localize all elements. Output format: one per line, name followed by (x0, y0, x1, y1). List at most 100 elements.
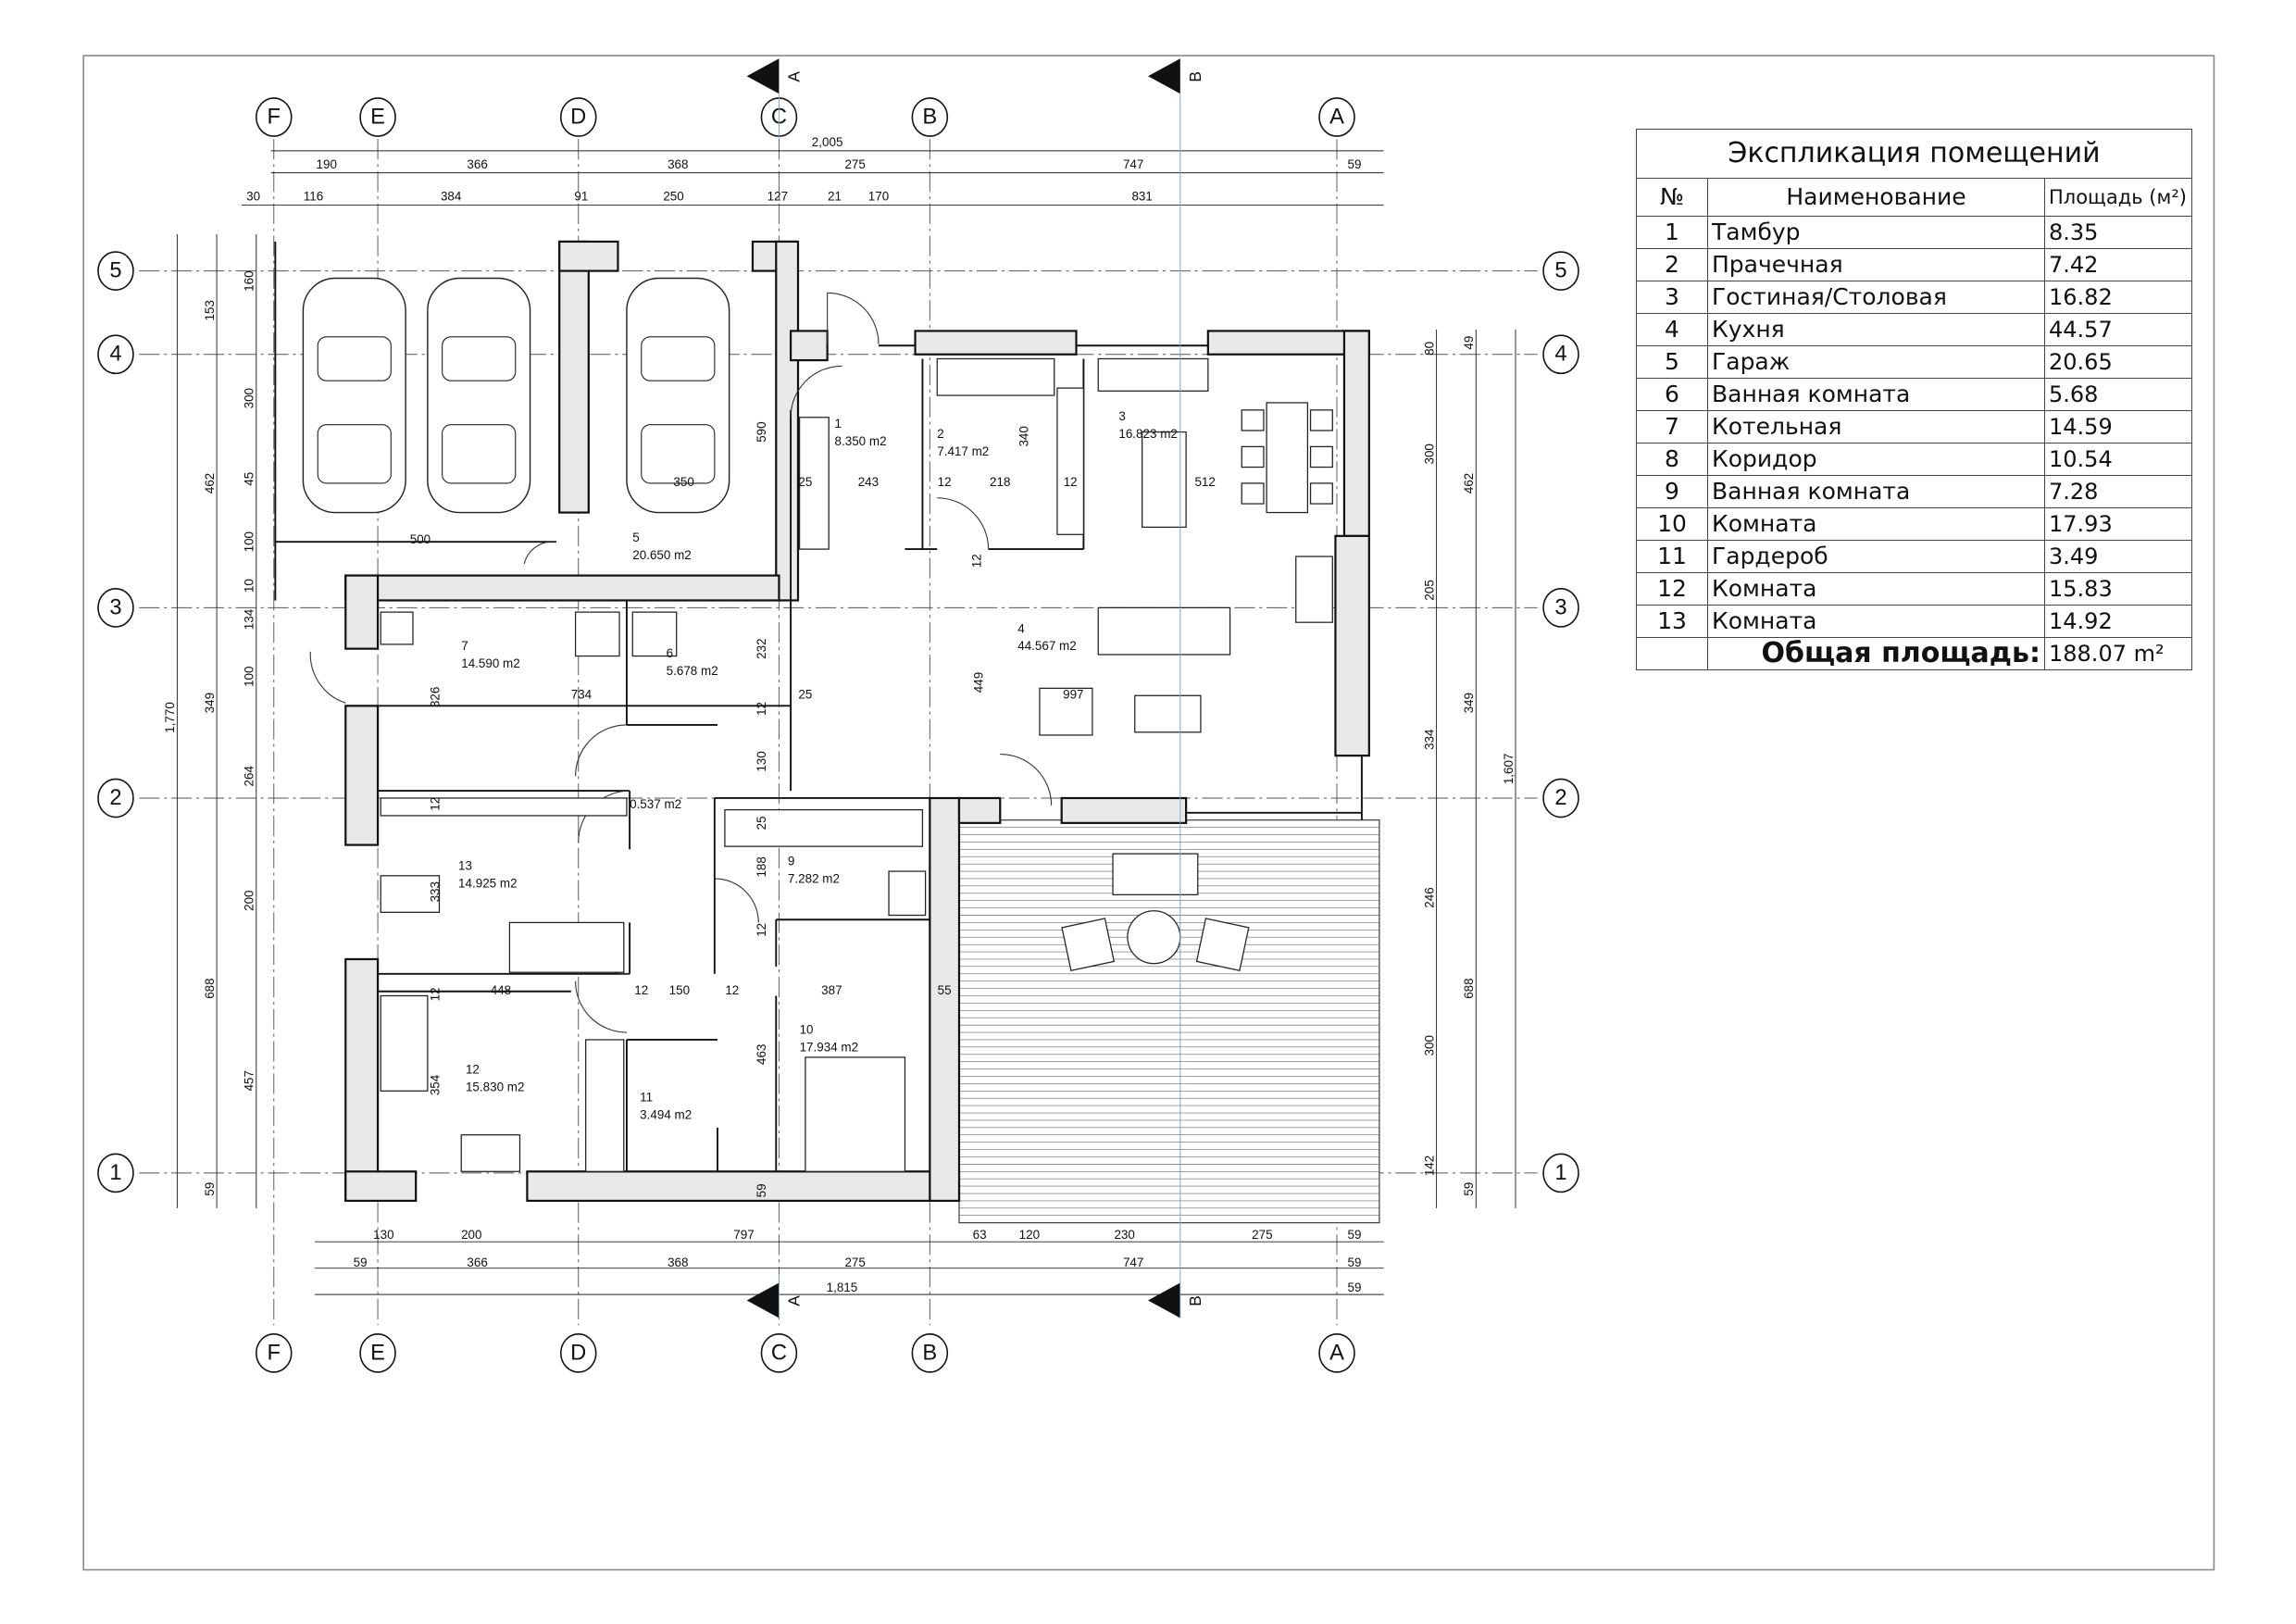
dimension-label: 12 (634, 983, 648, 997)
room-label: 4 44.567 m2 (1017, 621, 1077, 653)
axis-marker: 3 (1542, 588, 1579, 628)
dimension-label: 457 (243, 1070, 256, 1091)
dimension-label: 10 (243, 579, 256, 593)
room-number: 9 (1636, 475, 1708, 508)
room-name: Комната (1707, 605, 2045, 638)
dimension-label: 12 (1064, 475, 1078, 489)
garage-cars (302, 277, 730, 514)
axis-label: 1 (109, 1161, 121, 1185)
axis-marker: 2 (97, 778, 134, 818)
section-arrow-icon (1148, 1282, 1180, 1318)
room-area: 8.350 m2 (835, 434, 887, 448)
dimension-label: 59 (755, 1183, 768, 1197)
dimension-label: 12 (755, 702, 768, 716)
axis-label: A (1329, 1341, 1344, 1365)
dimension-label: 12 (429, 797, 443, 811)
room-number: 1 (1636, 216, 1708, 249)
axis-marker: F (256, 1333, 293, 1373)
section-arrow-icon (746, 58, 780, 94)
header-number: № (1636, 178, 1708, 217)
dimension-label: 326 (429, 687, 443, 707)
dimension-label: 368 (668, 1255, 688, 1269)
dimension-label: 130 (373, 1228, 393, 1242)
room-number: 8 (1636, 443, 1708, 476)
room-name: Ванная комната (1707, 475, 2045, 508)
room-name: Прачечная (1707, 248, 2045, 281)
dimension-label: 30 (246, 190, 260, 204)
room-area: 10.54 (2044, 443, 2192, 476)
dimension-label: 387 (821, 983, 842, 997)
room-number: 12 (1636, 572, 1708, 606)
room-area: 44.567 m2 (1017, 639, 1077, 653)
dimension-label: 340 (1017, 426, 1030, 446)
room-number: 4 (1017, 621, 1025, 635)
car-icon (427, 277, 531, 514)
section-marker: B (1148, 1273, 1204, 1318)
room-area: 44.57 (2044, 313, 2192, 346)
axis-marker: 4 (1542, 334, 1579, 375)
axis-marker: C (760, 1333, 798, 1373)
dimension-label: 797 (733, 1228, 754, 1242)
dimension-label: 12 (725, 983, 739, 997)
axis-label: B (922, 1341, 937, 1365)
dimension-label: 25 (798, 687, 812, 701)
room-name: Ванная комната (1707, 378, 2045, 411)
total-value: 188.07 m² (2044, 637, 2192, 670)
table-title: Экспликация помещений (1636, 129, 2192, 179)
axis-label: F (268, 106, 281, 130)
dimension-label: 25 (798, 475, 812, 489)
room-number: 7 (1636, 410, 1708, 443)
room-area: 16.82 (2044, 281, 2192, 314)
room-name: Комната (1707, 572, 2045, 606)
dimension-label: 300 (1422, 443, 1436, 464)
section-marker: A (746, 1273, 804, 1318)
room-number: 6 (1636, 378, 1708, 411)
room-area: 8.35 (2044, 216, 2192, 249)
axis-marker: 5 (97, 251, 134, 291)
dimension-label: 2,005 (812, 135, 843, 149)
room-number: 6 (667, 646, 673, 660)
section-arrow-icon (746, 1282, 780, 1318)
section-label: B (1186, 1295, 1204, 1306)
axis-label: B (922, 106, 937, 130)
section-label: B (1186, 71, 1204, 82)
room-number: 4 (1636, 313, 1708, 346)
dimension-label: 300 (1422, 1035, 1436, 1056)
dimension-label: 366 (467, 1255, 487, 1269)
car-icon (626, 277, 730, 514)
dimension-label: 188 (755, 856, 768, 877)
dimension-label: 354 (429, 1074, 443, 1095)
furniture (380, 357, 1333, 1172)
room-number: 7 (461, 639, 468, 653)
dimension-lines (176, 150, 1516, 1295)
dimension-label: 59 (1348, 157, 1362, 171)
room-area: 7.42 (2044, 248, 2192, 281)
room-name: Котельная (1707, 410, 2045, 443)
dimension-label: 142 (1422, 1156, 1436, 1176)
axis-marker: B (911, 1333, 949, 1373)
room-number: 10 (800, 1023, 814, 1037)
room-name: Гостиная/Столовая (1707, 281, 2045, 314)
axis-marker: A (1318, 97, 1355, 137)
dimension-label: 127 (767, 190, 788, 204)
dimension-label: 275 (1252, 1228, 1272, 1242)
dimension-label: 190 (317, 157, 337, 171)
dimension-label: 349 (1462, 693, 1476, 713)
dimension-label: 205 (1422, 580, 1436, 600)
section-marker: A (746, 58, 804, 140)
total-empty-cell (1636, 637, 1708, 670)
room-area: 3.49 (2044, 540, 2192, 573)
dimension-label: 747 (1123, 157, 1143, 171)
axis-label: 1 (1554, 1161, 1566, 1185)
dimension-label: 500 (410, 532, 430, 546)
room-name: Коридор (1707, 443, 2045, 476)
